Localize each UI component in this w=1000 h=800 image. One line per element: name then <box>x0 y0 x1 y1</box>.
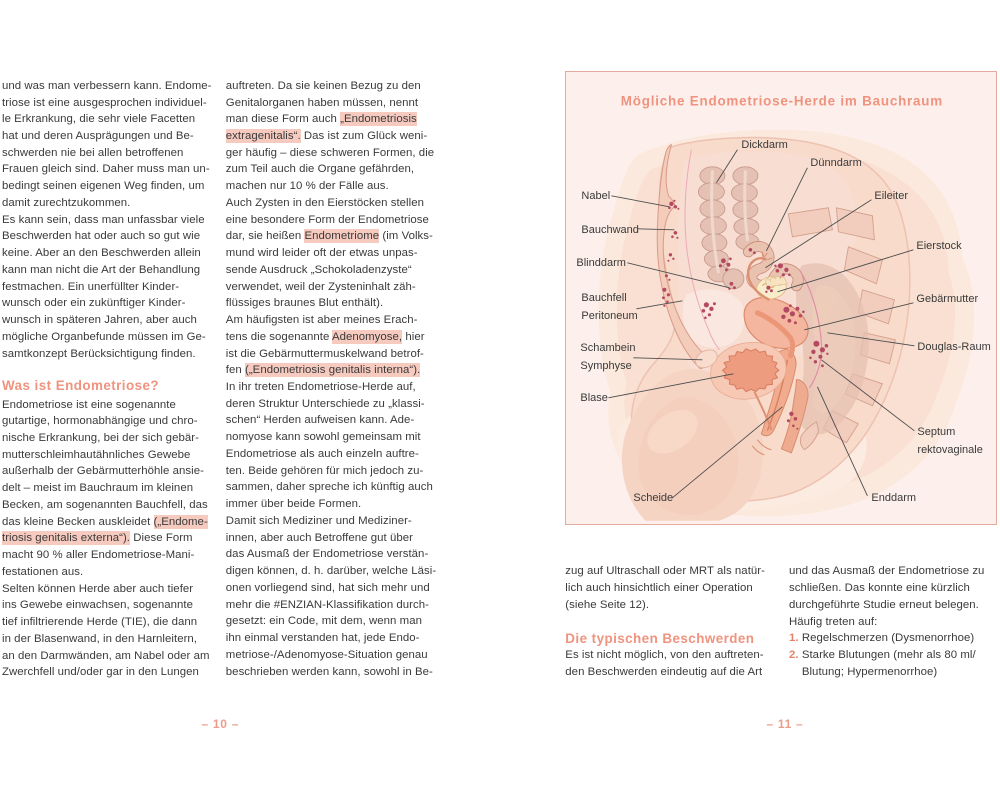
svg-text:Blase: Blase <box>580 392 608 404</box>
svg-text:rektovaginale: rektovaginale <box>917 444 982 456</box>
svg-text:Septum: Septum <box>917 426 955 438</box>
svg-text:Symphyse: Symphyse <box>580 360 631 372</box>
svg-text:Bauchfell: Bauchfell <box>581 292 626 304</box>
svg-text:Bauchwand: Bauchwand <box>581 224 639 236</box>
svg-text:Peritoneum: Peritoneum <box>581 310 637 322</box>
svg-text:Douglas-Raum: Douglas-Raum <box>917 341 990 353</box>
svg-text:Eierstock: Eierstock <box>916 240 962 252</box>
svg-text:Dünndarm: Dünndarm <box>810 157 861 169</box>
svg-text:Gebärmutter: Gebärmutter <box>916 293 978 305</box>
svg-text:Nabel: Nabel <box>581 190 610 202</box>
svg-text:Dickdarm: Dickdarm <box>741 139 787 151</box>
svg-text:Scheide: Scheide <box>633 492 673 504</box>
svg-text:Eileiter: Eileiter <box>874 190 908 202</box>
svg-text:Schambein: Schambein <box>580 342 635 354</box>
svg-text:Enddarm: Enddarm <box>871 492 916 504</box>
svg-text:Mögliche Endometriose-Herde im: Mögliche Endometriose-Herde im Bauchraum <box>620 93 942 108</box>
svg-text:Blinddarm: Blinddarm <box>576 257 626 269</box>
